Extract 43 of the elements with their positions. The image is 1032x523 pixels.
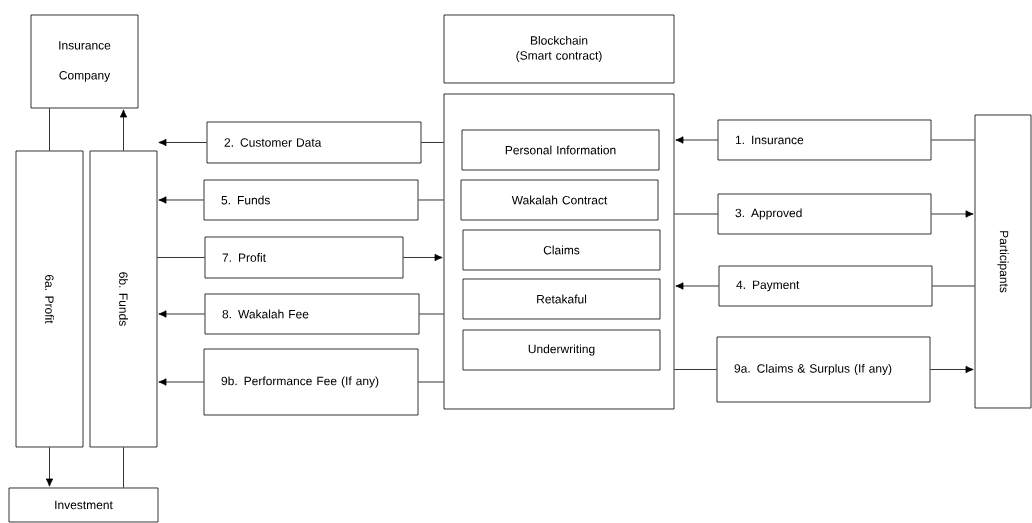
arrow <box>158 378 204 386</box>
arrow <box>158 310 205 318</box>
module-box: Claims <box>462 229 661 271</box>
connector-line <box>418 381 444 383</box>
arrow <box>403 253 443 262</box>
arrow <box>158 196 204 204</box>
module-box: Underwriting <box>462 329 661 371</box>
connector-line <box>674 213 718 215</box>
connector-line <box>932 285 975 287</box>
connector-line <box>674 369 717 370</box>
module-box: Personal Information <box>461 129 660 171</box>
participants-box: Participants <box>974 114 1032 409</box>
flow-box: 7. Profit <box>204 236 404 279</box>
arrow <box>931 210 974 218</box>
connector-line <box>421 142 444 143</box>
flow-box: 9a. Claims & Surplus (If any) <box>716 336 931 403</box>
flow-box: 2. Customer Data <box>206 121 422 164</box>
flow-box: 4. Payment <box>718 265 933 307</box>
entity-box: Blockchain (Smart contract) <box>443 14 675 84</box>
entity-box: Insurance Company <box>30 14 139 109</box>
arrow <box>119 109 128 151</box>
column-box: 6b. Funds <box>89 150 158 448</box>
module-box: Retakaful <box>462 278 661 320</box>
connector-line <box>49 108 50 151</box>
flow-box: 5. Funds <box>203 179 419 221</box>
connector-line <box>157 257 205 258</box>
connector-line <box>931 139 975 141</box>
column-box: 6a. Profit <box>15 150 84 448</box>
arrow <box>158 138 207 147</box>
arrow <box>45 447 54 487</box>
connector-line <box>123 447 124 488</box>
flow-box: 3. Approved <box>717 193 932 235</box>
flow-box: 8. Wakalah Fee <box>204 293 420 335</box>
arrow <box>930 365 974 374</box>
container-box <box>443 93 675 410</box>
connector-line <box>418 199 444 201</box>
arrow <box>675 136 718 144</box>
module-box: Wakalah Contract <box>460 179 659 221</box>
connector-line <box>419 313 444 315</box>
flow-box: 1. Insurance <box>717 119 932 161</box>
entity-box: Investment <box>8 487 159 523</box>
flow-box: 9b. Performance Fee (If any) <box>203 348 419 416</box>
arrow <box>675 282 719 290</box>
